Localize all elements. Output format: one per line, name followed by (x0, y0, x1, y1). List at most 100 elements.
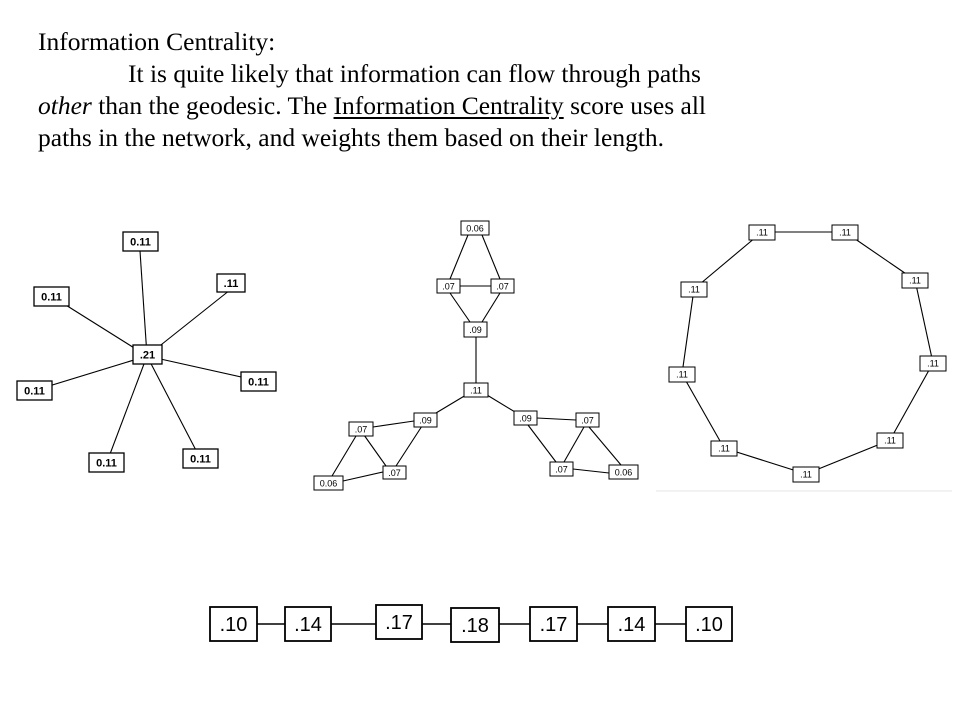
cluster-edge (331, 435, 357, 477)
ring-node: .11 (901, 272, 929, 289)
ring-edge (805, 439, 891, 475)
chain-node: .14 (284, 606, 332, 642)
cluster-node: .07 (382, 465, 407, 480)
chain-node: .18 (450, 607, 500, 643)
ring-node: .11 (710, 440, 738, 457)
star-node-leaf: 0.11 (122, 231, 159, 252)
star-leaf-label: 0.11 (24, 386, 45, 398)
cluster-edge (449, 234, 469, 280)
star-leaf-label: 0.11 (96, 458, 117, 470)
cluster-edge (395, 425, 423, 467)
term-information-centrality: Information Centrality (333, 91, 564, 120)
chain-node-label: .10 (695, 614, 723, 636)
star-node-leaf: .11 (216, 273, 246, 293)
chain-node: .17 (529, 606, 578, 642)
ring-node: .11 (748, 224, 776, 241)
chain-node-label: .17 (540, 614, 568, 636)
ring-edge (914, 279, 934, 364)
star-edge (146, 355, 201, 459)
star-center-label: .21 (140, 350, 155, 362)
paragraph-line-2-post: score uses all (563, 91, 707, 120)
star-edge (52, 296, 148, 357)
cluster-edge (481, 234, 501, 280)
cluster-node-label: .07 (555, 465, 568, 475)
chain-node-label: .14 (618, 614, 646, 636)
ring-edge (693, 231, 763, 290)
cluster-graph: 0.06 .07 .07 .09 .11 .09 .07 .07 (313, 220, 639, 491)
ring-node-label: .11 (800, 470, 812, 480)
cluster-node: .07 (490, 278, 515, 294)
cluster-node-label: 0.06 (615, 468, 633, 478)
chain-node: .10 (685, 606, 733, 642)
chain-graph: .10 .14 .17 .18 .17 .14 .10 (209, 604, 733, 643)
star-leaf-label: 0.11 (190, 454, 211, 466)
cluster-node: .09 (513, 410, 538, 426)
cluster-node-label: .07 (442, 282, 455, 292)
star-leaf-label: .11 (224, 278, 239, 290)
text-block: Information Centrality: It is quite like… (38, 26, 918, 154)
cluster-edge (481, 292, 501, 323)
cluster-node-label: 0.06 (320, 479, 338, 489)
star-leaf-label: 0.11 (130, 237, 151, 249)
ring-node-label: .11 (718, 444, 730, 454)
cluster-edge (372, 420, 415, 428)
ring-node: .11 (831, 224, 859, 241)
ring-edge (723, 447, 807, 475)
ring-node: .11 (668, 366, 696, 383)
chain-node-label: .10 (220, 614, 248, 636)
ring-node: .11 (876, 432, 904, 449)
ring-edge (681, 373, 725, 449)
cluster-node: .07 (575, 412, 600, 428)
cluster-node-label: 0.06 (466, 224, 484, 234)
cluster-node-center: .11 (463, 382, 489, 398)
chain-node: .17 (375, 604, 423, 640)
cluster-node: .07 (348, 421, 374, 437)
cluster-edge (449, 292, 471, 323)
star-node-leaf: 0.11 (16, 380, 53, 401)
paragraph-line-2-pre: than the geodesic. The (91, 91, 334, 120)
ring-node-label: .11 (688, 285, 700, 295)
paragraph-line-1: It is quite likely that information can … (128, 59, 701, 88)
ring-node-label: .11 (756, 228, 768, 238)
star-node-leaf: 0.11 (33, 286, 70, 307)
cluster-edge (527, 424, 557, 463)
cluster-node: 0.06 (608, 464, 639, 480)
cluster-node-label: .07 (581, 416, 594, 426)
star-node-leaf: 0.11 (182, 448, 219, 469)
cluster-node-label: .09 (519, 414, 532, 424)
ring-node-label: .11 (927, 359, 939, 369)
star-graph: .21 0.11 .11 0.11 0.11 0.11 0.11 0.11 (16, 231, 277, 473)
chain-node-label: .18 (461, 615, 489, 637)
star-edge (146, 355, 260, 382)
cluster-edge (536, 417, 577, 421)
cluster-edge (342, 471, 384, 482)
chain-node: .10 (209, 606, 258, 642)
cluster-edge (563, 426, 585, 463)
cluster-node: .07 (436, 278, 461, 294)
ring-node: .11 (919, 355, 947, 372)
star-edge (139, 250, 148, 357)
chain-node: .14 (607, 606, 656, 642)
ring-node-label: .11 (676, 370, 688, 380)
ring-node-label: .11 (909, 276, 921, 286)
cluster-node-label: .07 (388, 468, 401, 478)
cluster-node-label: .07 (355, 425, 368, 435)
cluster-node: .09 (413, 412, 438, 428)
cluster-node: .09 (463, 321, 488, 338)
ring-node-label: .11 (884, 436, 896, 446)
ring-node: .11 (792, 466, 820, 483)
cluster-edge (588, 426, 622, 466)
ring-node-label: .11 (839, 228, 851, 238)
ring-node: .11 (680, 281, 708, 298)
chain-node-label: .14 (294, 614, 322, 636)
star-leaf-label: 0.11 (41, 292, 62, 304)
star-edge (35, 355, 148, 391)
cluster-edge (572, 468, 610, 474)
cluster-node-label: .09 (469, 325, 482, 335)
chain-node-label: .17 (385, 612, 413, 634)
emphasis-other: other (38, 91, 92, 120)
star-leaf-label: 0.11 (248, 377, 269, 389)
star-node-leaf: 0.11 (240, 371, 277, 392)
cluster-node-label: .07 (496, 282, 509, 292)
